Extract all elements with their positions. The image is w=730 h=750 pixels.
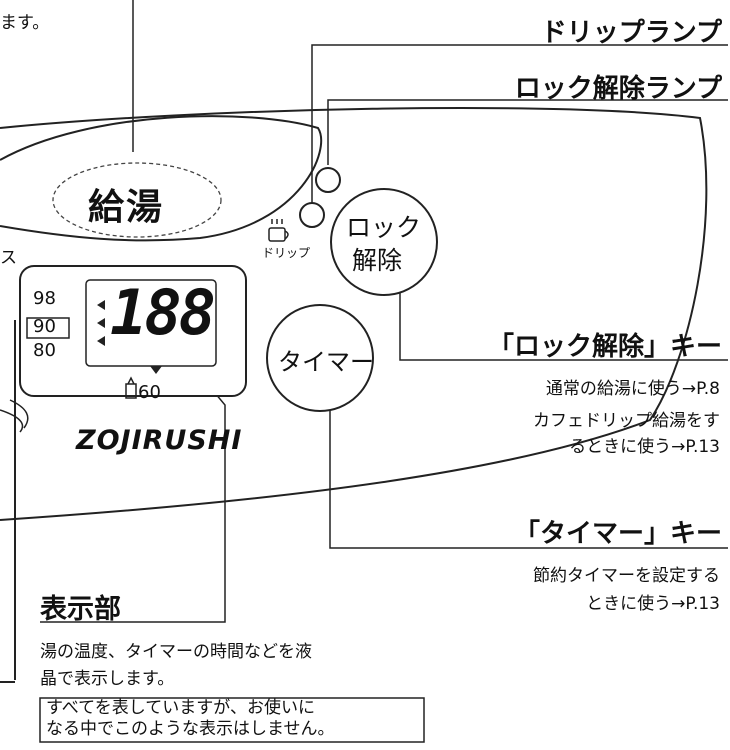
lock-key-title: 「ロック解除」キー — [487, 332, 722, 362]
note-line-2: なる中でこのような表示はしません。 — [46, 719, 335, 739]
dispense-dome — [0, 115, 323, 242]
cup-icon — [268, 219, 289, 242]
bottle-icon — [125, 376, 137, 399]
note-text: すべてを表していますが、お使いに なる中でこのような表示はしません。 — [46, 698, 335, 740]
side-fragment: ス — [0, 248, 17, 268]
panel-outline — [0, 106, 708, 521]
timer-button-label[interactable]: タイマー — [278, 348, 374, 376]
drip-lamp-title: ドリップランプ — [540, 18, 722, 48]
lcd-sub-value: 60 — [138, 382, 161, 403]
lock-button-label-2[interactable]: 解除 — [352, 246, 403, 275]
display-title: 表示部 — [40, 594, 121, 625]
timer-key-desc-2: ときに使う→P.13 — [586, 594, 720, 614]
lock-button-label-1[interactable]: ロック — [346, 213, 422, 242]
lock-release-button — [330, 188, 438, 296]
lock-release-lamp — [315, 167, 341, 193]
temp-90: 90 — [33, 316, 56, 337]
display-desc-2: 晶で表示します。 — [40, 669, 175, 689]
temp-80: 80 — [33, 340, 56, 361]
drip-lamp — [299, 202, 325, 228]
lock-key-desc-2a: カフェドリップ給湯をす — [533, 411, 720, 431]
temp-98: 98 — [33, 288, 56, 309]
dispense-dashed-oval — [52, 162, 222, 238]
dispense-button-label[interactable]: 給湯 — [88, 187, 165, 228]
timer-key-desc-1: 節約タイマーを設定する — [533, 566, 720, 586]
note-line-1: すべてを表していますが、お使いに — [46, 698, 315, 718]
brand-logo: ZOJIRUSHI — [76, 425, 243, 456]
lcd-digits: 188 — [110, 276, 216, 349]
timer-key-title: 「タイマー」キー — [513, 519, 722, 549]
display-desc-1: 湯の温度、タイマーの時間などを液 — [40, 642, 312, 662]
lock-key-desc-2b: るときに使う→P.13 — [569, 437, 720, 457]
note-box — [39, 697, 425, 743]
drip-label: ドリップ — [262, 246, 311, 260]
intro-fragment: ます。 — [0, 13, 50, 33]
lock-lamp-title: ロック解除ランプ — [514, 74, 722, 104]
timer-button — [266, 304, 374, 412]
lock-key-desc-1: 通常の給湯に使う→P.8 — [545, 379, 720, 399]
